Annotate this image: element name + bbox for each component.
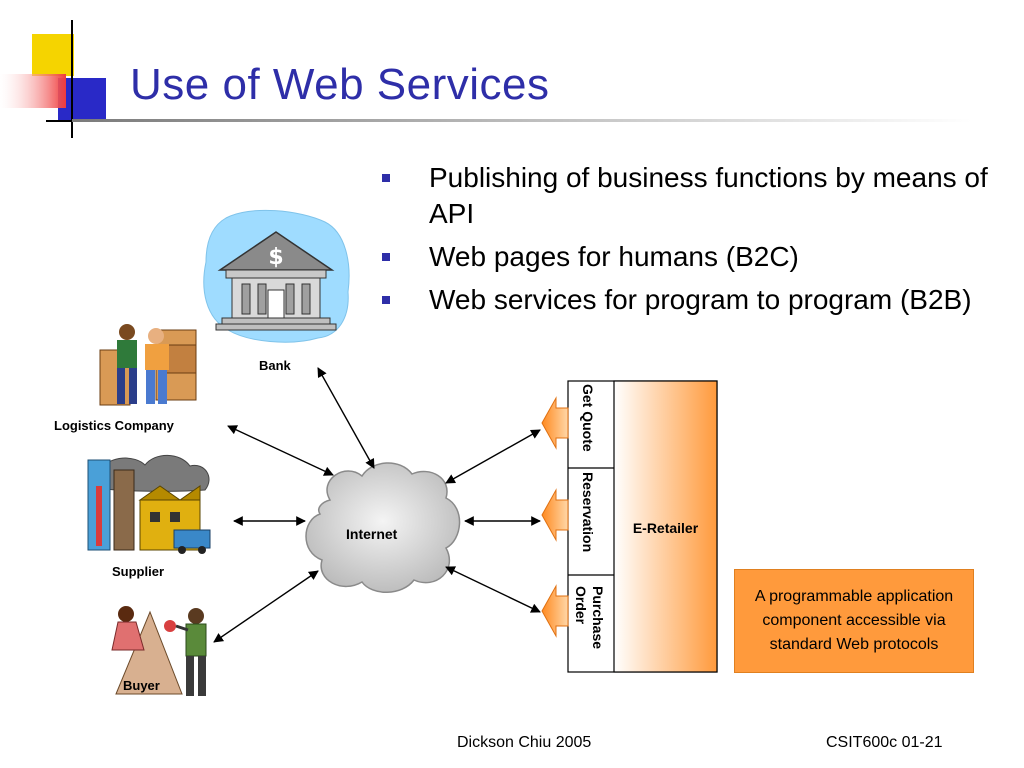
bullet-list: Publishing of business functions by mean… bbox=[382, 160, 1002, 325]
bank-icon: $ bbox=[203, 209, 350, 343]
bank-label: Bank bbox=[259, 358, 291, 373]
service-reservation: Reservation bbox=[580, 472, 596, 553]
factory-icon bbox=[87, 454, 211, 554]
bullet-item: Web pages for humans (B2C) bbox=[382, 239, 1002, 275]
footer-page: CSIT600c 01-21 bbox=[826, 734, 943, 751]
workers-icon bbox=[99, 324, 197, 406]
bullet-square-icon bbox=[382, 253, 390, 261]
web-service-callout: A programmable application component acc… bbox=[734, 569, 974, 673]
logistics-label: Logistics Company bbox=[54, 418, 174, 433]
buyer-label: Buyer bbox=[123, 678, 160, 693]
title-rule bbox=[72, 119, 972, 122]
service-arrow-icon bbox=[541, 396, 569, 638]
e-retailer-label: E-Retailer bbox=[632, 520, 699, 536]
page-title: Use of Web Services bbox=[130, 60, 550, 109]
footer-author: Dickson Chiu 2005 bbox=[457, 734, 592, 751]
bullet-item: Web services for program to program (B2B… bbox=[382, 282, 1002, 318]
service-purchase-order: Purchase Order bbox=[573, 586, 606, 650]
bullet-item: Publishing of business functions by mean… bbox=[382, 160, 1002, 232]
svg-text:$: $ bbox=[268, 245, 283, 270]
connection-arrows bbox=[213, 367, 541, 643]
internet-label: Internet bbox=[346, 526, 398, 542]
service-get-quote: Get Quote bbox=[580, 384, 596, 452]
bullet-square-icon bbox=[382, 174, 390, 182]
bullet-square-icon bbox=[382, 296, 390, 304]
slide-logo bbox=[0, 20, 120, 138]
supplier-label: Supplier bbox=[112, 564, 165, 579]
